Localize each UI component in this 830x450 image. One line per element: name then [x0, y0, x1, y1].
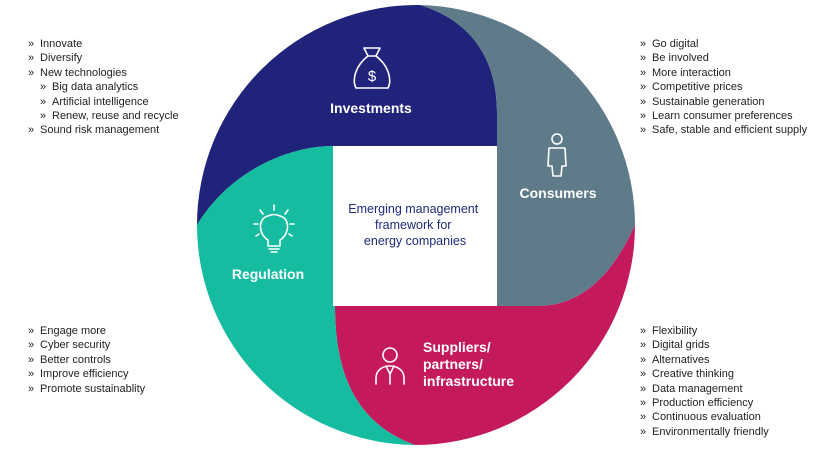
- center-line-2: framework for: [375, 218, 451, 232]
- center-line-3: energy companies: [364, 234, 466, 248]
- list-item: Innovate: [28, 37, 179, 52]
- suppliers-segment: [335, 225, 635, 445]
- list-item: Diversify: [28, 51, 179, 66]
- list-item: Creative thinking: [640, 367, 769, 382]
- list-item: Data management: [640, 382, 769, 397]
- consumers-list: Go digital Be involved More interaction …: [640, 37, 807, 138]
- list-item: Competitive prices: [640, 80, 807, 95]
- list-item: Digital grids: [640, 338, 769, 353]
- lightbulb-icon: [253, 204, 295, 253]
- list-item: Production efficiency: [640, 396, 769, 411]
- regulation-label: Regulation: [232, 266, 304, 282]
- regulation-segment: [196, 146, 415, 445]
- center-line-1: Emerging management: [348, 202, 478, 216]
- sub-list-item: Renew, reuse and recycle: [28, 109, 179, 124]
- list-item: Alternatives: [640, 353, 769, 368]
- list-item: Go digital: [640, 37, 807, 52]
- list-item: Environmentally friendly: [640, 425, 769, 440]
- center-label: Emerging management framework for energy…: [348, 202, 481, 248]
- investments-label: Investments: [330, 100, 412, 116]
- regulation-list: Engage more Cyber security Better contro…: [28, 324, 145, 396]
- sub-list-item: Big data analytics: [28, 80, 179, 95]
- list-item: Safe, stable and efficient supply: [640, 123, 807, 138]
- list-item: Learn consumer preferences: [640, 109, 807, 124]
- list-item: Continuous evaluation: [640, 410, 769, 425]
- person-icon: [547, 133, 567, 177]
- suppliers-list: Flexibility Digital grids Alternatives C…: [640, 324, 769, 440]
- list-item: Promote sustainablity: [28, 382, 145, 397]
- list-item: More interaction: [640, 66, 807, 81]
- investments-list: Innovate Diversify New technologies Big …: [28, 37, 179, 138]
- list-item: Engage more: [28, 324, 145, 339]
- list-item: Flexibility: [640, 324, 769, 339]
- suppliers-label-line-3: infrastructure: [423, 373, 514, 389]
- list-item: Sound risk management: [28, 123, 179, 138]
- suppliers-label-line-2: partners/: [423, 356, 483, 372]
- investments-segment: [196, 4, 497, 226]
- list-item: Better controls: [28, 353, 145, 368]
- suppliers-label-line-1: Suppliers/: [423, 339, 491, 355]
- businessperson-icon: [375, 347, 405, 385]
- list-item: New technologies: [28, 66, 179, 81]
- list-item: Cyber security: [28, 338, 145, 353]
- list-item: Improve efficiency: [28, 367, 145, 382]
- money-bag-icon: $: [353, 47, 391, 89]
- consumers-segment: [420, 5, 635, 306]
- sub-list-item: Artificial intelligence: [28, 95, 179, 110]
- svg-text:$: $: [368, 68, 377, 85]
- list-item: Be involved: [640, 51, 807, 66]
- center-box: [333, 146, 497, 306]
- list-item: Sustainable generation: [640, 95, 807, 110]
- consumers-label: Consumers: [519, 185, 596, 201]
- suppliers-label: Suppliers/ partners/ infrastructure: [423, 339, 514, 389]
